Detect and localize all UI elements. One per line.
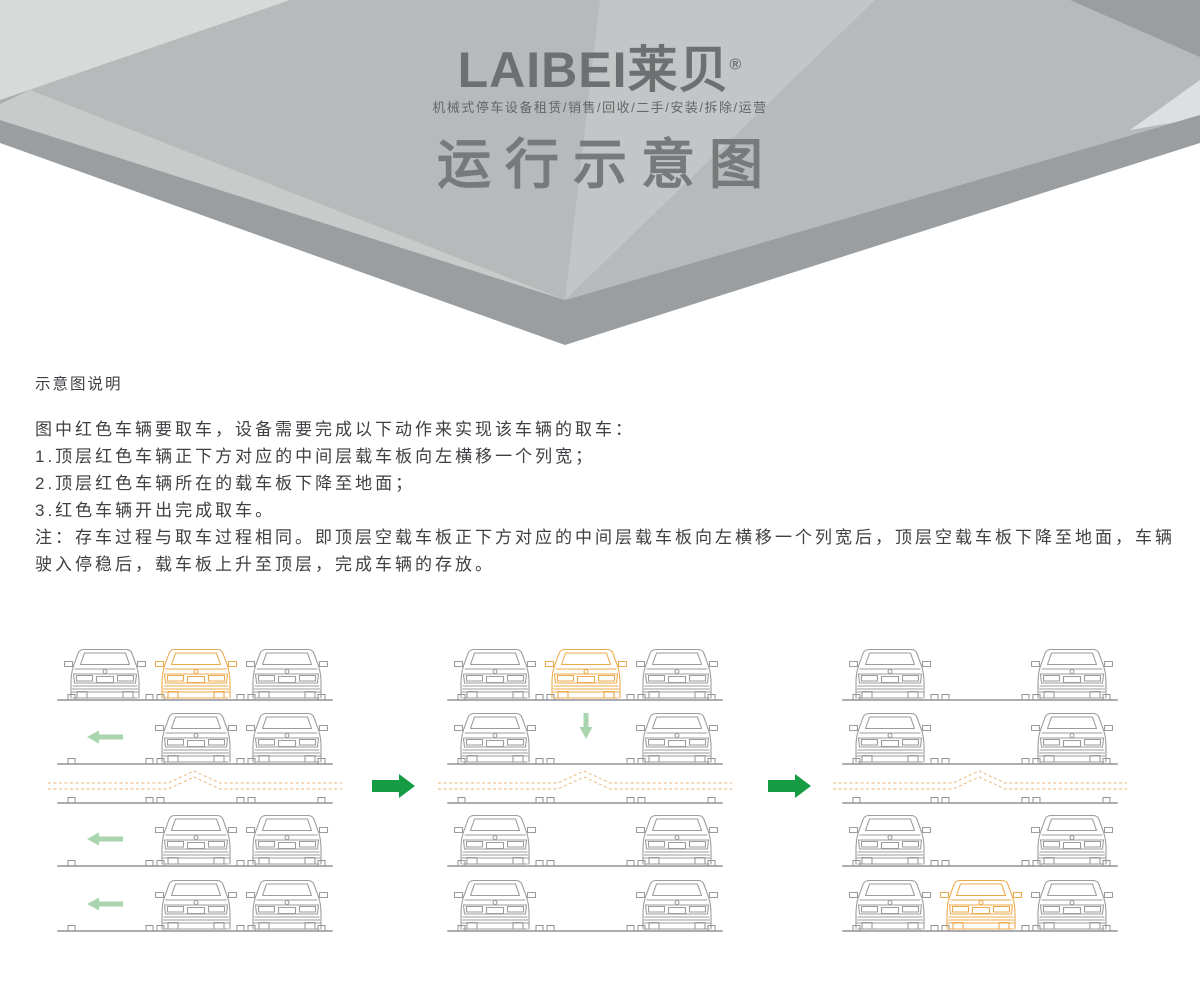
description-line: 3.红色车辆开出完成取车。 bbox=[35, 501, 276, 520]
carrier-platform bbox=[842, 693, 1118, 701]
carrier-platform bbox=[57, 859, 333, 867]
parked-gray-car bbox=[453, 814, 537, 865]
parked-gray-car bbox=[63, 648, 147, 699]
carrier-platform bbox=[842, 757, 1118, 765]
descend-arrow-icon bbox=[579, 713, 593, 739]
ground-break-line bbox=[48, 776, 342, 790]
parked-gray-car bbox=[1030, 814, 1114, 865]
parked-gray-car bbox=[154, 712, 238, 763]
operation-diagram bbox=[0, 628, 1200, 973]
parked-gray-car bbox=[453, 648, 537, 699]
registered-trademark-icon: ® bbox=[729, 56, 743, 74]
brand-logo: LAIBEI莱贝® bbox=[0, 30, 1200, 102]
shift-left-arrow-icon bbox=[87, 730, 123, 744]
parked-gray-car bbox=[245, 648, 329, 699]
brand-subtitle: 机械式停车设备租赁/销售/回收/二手/安装/拆除/运营 bbox=[432, 100, 768, 115]
carrier-platform bbox=[447, 693, 723, 701]
description-heading: 示意图说明 bbox=[35, 376, 123, 393]
parked-gray-car bbox=[154, 814, 238, 865]
parked-gray-car bbox=[635, 879, 719, 930]
carrier-platform bbox=[57, 693, 333, 701]
description-line: 2.顶层红色车辆所在的载车板下降至地面； bbox=[35, 474, 416, 493]
carrier-platform bbox=[842, 859, 1118, 867]
pit-rail-line bbox=[842, 796, 1118, 804]
ground-break-line bbox=[48, 770, 342, 784]
carrier-platform bbox=[57, 757, 333, 765]
shift-left-arrow-icon bbox=[87, 832, 123, 846]
parked-gray-car bbox=[1030, 879, 1114, 930]
parking-diagram-step-1 bbox=[48, 648, 342, 932]
parked-gray-car bbox=[154, 879, 238, 930]
parked-gray-car bbox=[245, 814, 329, 865]
ground-break-line bbox=[438, 776, 732, 790]
ground-break-line bbox=[438, 770, 732, 784]
carrier-platform bbox=[447, 757, 723, 765]
parked-gray-car bbox=[848, 814, 932, 865]
target-red-car bbox=[939, 879, 1023, 930]
shift-left-arrow-icon bbox=[87, 897, 123, 911]
parked-gray-car bbox=[453, 712, 537, 763]
step-transition-arrow-icon bbox=[372, 774, 415, 798]
diagram-description: 示意图说明 图中红色车辆要取车，设备需要完成以下动作来实现该车辆的取车： 1.顶… bbox=[35, 372, 1185, 578]
description-line: 图中红色车辆要取车，设备需要完成以下动作来实现该车辆的取车： bbox=[35, 420, 635, 439]
parking-diagram-step-3 bbox=[833, 648, 1127, 932]
parked-gray-car bbox=[453, 879, 537, 930]
carrier-platform bbox=[447, 859, 723, 867]
step-transition-arrow-icon bbox=[768, 774, 811, 798]
ground-break-line bbox=[833, 770, 1127, 784]
parked-gray-car bbox=[635, 814, 719, 865]
carrier-platform bbox=[57, 924, 333, 932]
parked-gray-car bbox=[635, 648, 719, 699]
header-banner bbox=[0, 0, 1200, 345]
description-line: 注：存车过程与取车过程相同。即顶层空载车板正下方对应的中间层载车板向左横移一个列… bbox=[35, 528, 1175, 547]
parking-diagram-step-2 bbox=[438, 648, 732, 932]
parked-gray-car bbox=[848, 712, 932, 763]
pit-rail-line bbox=[447, 796, 723, 804]
carrier-platform bbox=[447, 924, 723, 932]
target-red-car bbox=[544, 648, 628, 699]
pit-rail-line bbox=[57, 796, 333, 804]
carrier-platform bbox=[842, 924, 1118, 932]
target-red-car bbox=[154, 648, 238, 699]
brand-logo-text: LAIBEI莱贝 bbox=[457, 42, 730, 98]
parked-gray-car bbox=[1030, 648, 1114, 699]
parked-gray-car bbox=[848, 879, 932, 930]
parked-gray-car bbox=[245, 879, 329, 930]
page-title: 运行示意图 bbox=[437, 135, 777, 195]
description-line: 1.顶层红色车辆正下方对应的中间层载车板向左横移一个列宽； bbox=[35, 447, 596, 466]
parked-gray-car bbox=[848, 648, 932, 699]
ground-break-line bbox=[833, 776, 1127, 790]
parked-gray-car bbox=[245, 712, 329, 763]
description-line: 驶入停稳后，载车板上升至顶层，完成车辆的存放。 bbox=[35, 555, 495, 574]
parked-gray-car bbox=[635, 712, 719, 763]
parked-gray-car bbox=[1030, 712, 1114, 763]
